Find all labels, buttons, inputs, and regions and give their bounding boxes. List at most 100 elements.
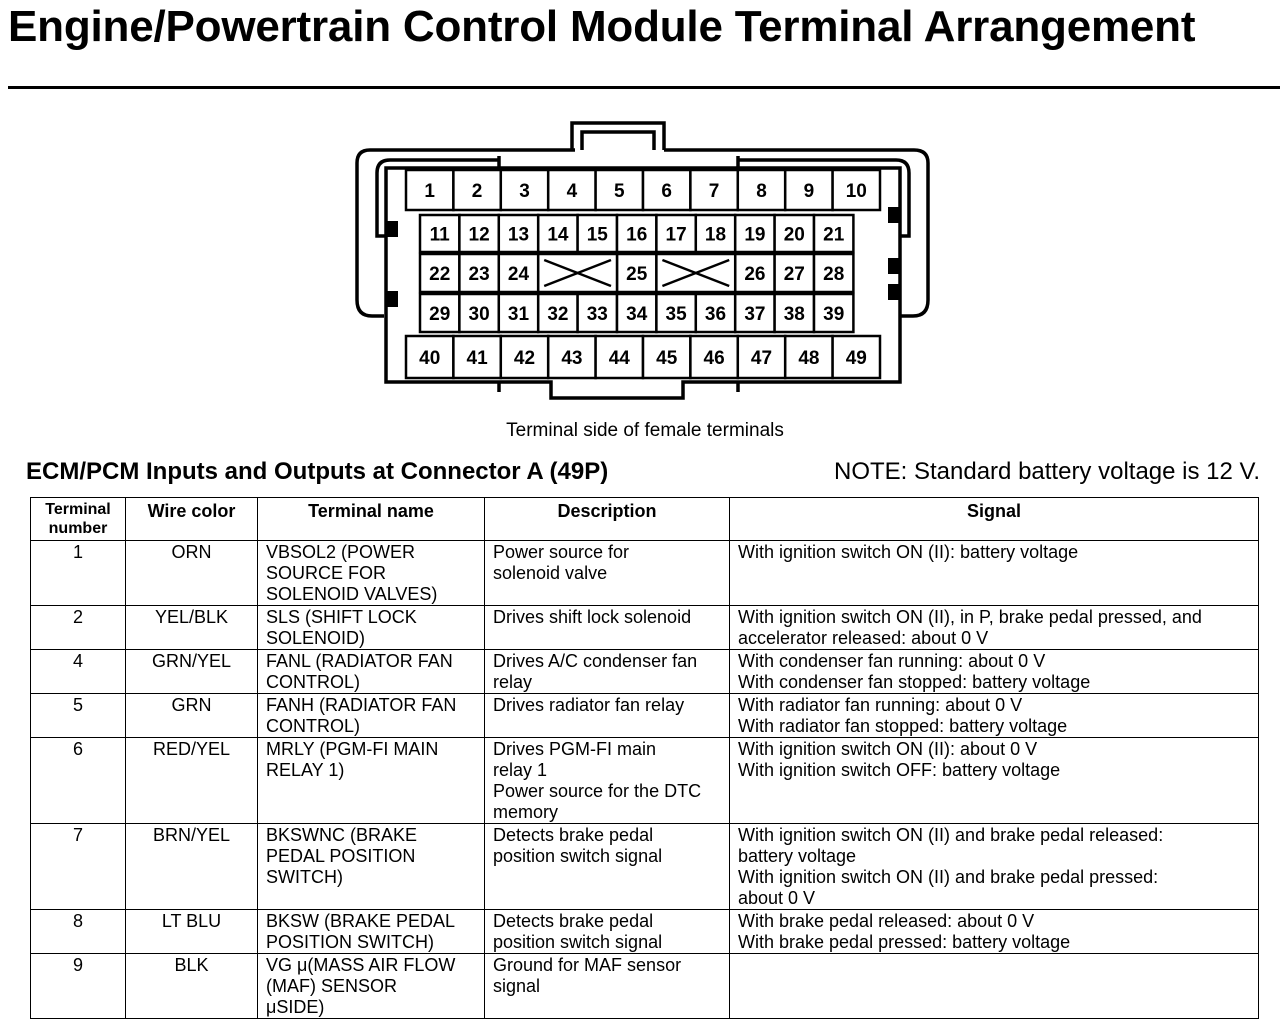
terminal-number: 26 xyxy=(744,264,765,285)
description-cell: Power source for solenoid valve xyxy=(484,540,730,606)
terminal-cell xyxy=(497,292,540,334)
terminal-cell xyxy=(773,213,816,254)
terminal-number: 43 xyxy=(561,348,582,369)
description-cell: Drives radiator fan relay xyxy=(484,693,730,738)
terminal-cell xyxy=(689,168,740,212)
terminal-number: 14 xyxy=(547,225,569,246)
terminal-number: 42 xyxy=(514,348,535,369)
terminal-number: 30 xyxy=(469,304,490,325)
signal-cell: With radiator fan running: about 0 V Wit… xyxy=(729,693,1259,738)
terminal-name-cell: VBSOL2 (POWER SOURCE FOR SOLENOID VALVES… xyxy=(257,540,485,606)
terminal-number: 40 xyxy=(419,348,440,369)
terminal-number: 22 xyxy=(429,264,450,285)
terminal-cell xyxy=(655,213,698,254)
terminal-number: 33 xyxy=(587,304,608,325)
terminal-cell xyxy=(499,168,550,212)
terminal-cell xyxy=(615,252,658,294)
wire-color-cell: ORN xyxy=(125,540,258,606)
terminal-number: 49 xyxy=(846,348,867,369)
blank-position-cross xyxy=(661,258,730,288)
description-cell: Detects brake pedal position switch sign… xyxy=(484,823,730,910)
terminal-number: 32 xyxy=(547,304,568,325)
terminal-number: 24 xyxy=(508,264,530,285)
terminal-number: 6 xyxy=(661,181,672,202)
terminal-cell xyxy=(615,213,658,254)
terminal-name-cell: VG μ(MASS AIR FLOW (MAF) SENSOR μSIDE) xyxy=(257,953,485,1019)
header-wire-color: Wire color xyxy=(125,497,258,541)
wire-color-cell: LT BLU xyxy=(125,909,258,954)
terminal-cell xyxy=(418,213,461,254)
terminal-cell xyxy=(576,213,619,254)
terminal-number: 18 xyxy=(705,225,726,246)
terminal-cell xyxy=(458,213,501,254)
terminal-number-cell: 8 xyxy=(30,909,126,954)
terminal-number: 3 xyxy=(519,181,530,202)
signal-cell: With condenser fan running: about 0 V Wi… xyxy=(729,649,1259,694)
wire-color-cell: GRN/YEL xyxy=(125,649,258,694)
terminal-cell xyxy=(831,168,882,212)
terminal-number: 37 xyxy=(744,304,765,325)
terminal-cell xyxy=(733,292,776,334)
terminal-number-cell: 6 xyxy=(30,737,126,824)
signal-cell: With ignition switch ON (II), in P, brak… xyxy=(729,605,1259,650)
terminal-name-cell: BKSW (BRAKE PEDAL POSITION SWITCH) xyxy=(257,909,485,954)
terminal-number: 17 xyxy=(666,225,687,246)
header-terminal-name: Terminal name xyxy=(257,497,485,541)
page-title: Engine/Powertrain Control Module Termina… xyxy=(8,2,1196,51)
terminal-number: 25 xyxy=(626,264,648,285)
voltage-note: NOTE: Standard battery voltage is 12 V. xyxy=(833,458,1260,485)
terminal-number: 20 xyxy=(784,225,805,246)
terminal-cell xyxy=(546,168,597,212)
terminal-number: 1 xyxy=(424,181,435,202)
terminal-number: 12 xyxy=(469,225,490,246)
connector-caption: Terminal side of female terminals xyxy=(506,420,784,441)
header-description: Description xyxy=(484,497,730,541)
terminal-number: 28 xyxy=(823,264,844,285)
terminal-number: 27 xyxy=(784,264,805,285)
terminal-cell xyxy=(812,213,855,254)
wire-color-cell: BLK xyxy=(125,953,258,1019)
terminal-table: Terminal number Wire color Terminal name… xyxy=(30,497,1259,1019)
terminal-number: 2 xyxy=(472,181,483,202)
wire-color-cell: BRN/YEL xyxy=(125,823,258,910)
terminal-number-cell: 2 xyxy=(30,605,126,650)
terminal-number: 23 xyxy=(469,264,490,285)
terminal-number: 15 xyxy=(587,225,609,246)
blank-position-cross xyxy=(543,258,612,288)
title-rule xyxy=(8,86,1280,89)
terminal-number-cell: 4 xyxy=(30,649,126,694)
terminal-number: 46 xyxy=(704,348,725,369)
header-terminal-number: Terminal number xyxy=(30,497,126,541)
terminal-number: 16 xyxy=(626,225,647,246)
terminal-cell xyxy=(499,334,550,380)
terminal-name-cell: FANL (RADIATOR FAN CONTROL) xyxy=(257,649,485,694)
signal-cell: With ignition switch ON (II) and brake p… xyxy=(729,823,1259,910)
terminal-number: 19 xyxy=(744,225,765,246)
table-header-row: Terminal number Wire color Terminal name… xyxy=(30,497,1259,541)
terminal-number: 7 xyxy=(709,181,720,202)
terminal-cell xyxy=(615,292,658,334)
terminal-cell xyxy=(497,252,540,294)
terminal-number-cell: 1 xyxy=(30,540,126,606)
terminal-cell xyxy=(536,292,579,334)
terminal-name-cell: FANH (RADIATOR FAN CONTROL) xyxy=(257,693,485,738)
terminal-number: 41 xyxy=(467,348,489,369)
terminal-number: 10 xyxy=(846,181,867,202)
terminal-number-cell: 9 xyxy=(30,953,126,1019)
section-heading: ECM/PCM Inputs and Outputs at Connector … xyxy=(26,458,609,485)
description-cell: Drives shift lock solenoid xyxy=(484,605,730,650)
header-signal: Signal xyxy=(729,497,1259,541)
description-cell: Detects brake pedal position switch sign… xyxy=(484,909,730,954)
signal-cell xyxy=(729,953,1259,1019)
terminal-number: 4 xyxy=(567,181,578,202)
